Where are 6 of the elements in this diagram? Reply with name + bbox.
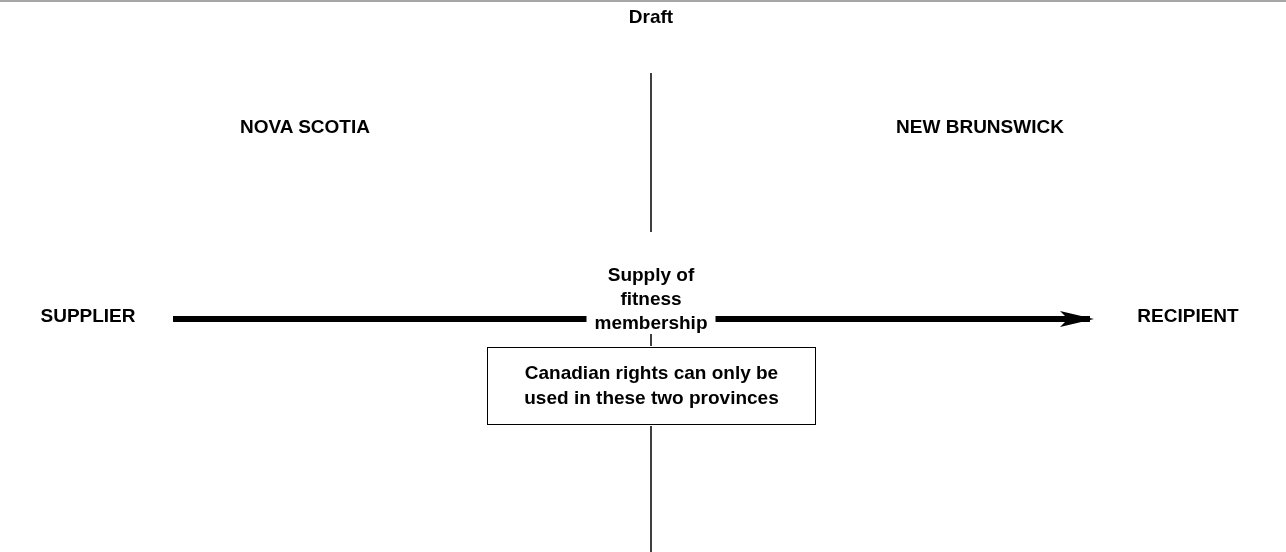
party-label: RECIPIENT	[1098, 305, 1278, 327]
heading: Draft	[627, 6, 675, 28]
note-box: Canadian rights can only be used in these two provinces	[487, 347, 816, 425]
region-label: NOVA SCOTIA	[239, 116, 371, 138]
party-label: SUPPLIER	[8, 305, 168, 327]
region-label: NEW BRUNSWICK	[895, 116, 1065, 138]
